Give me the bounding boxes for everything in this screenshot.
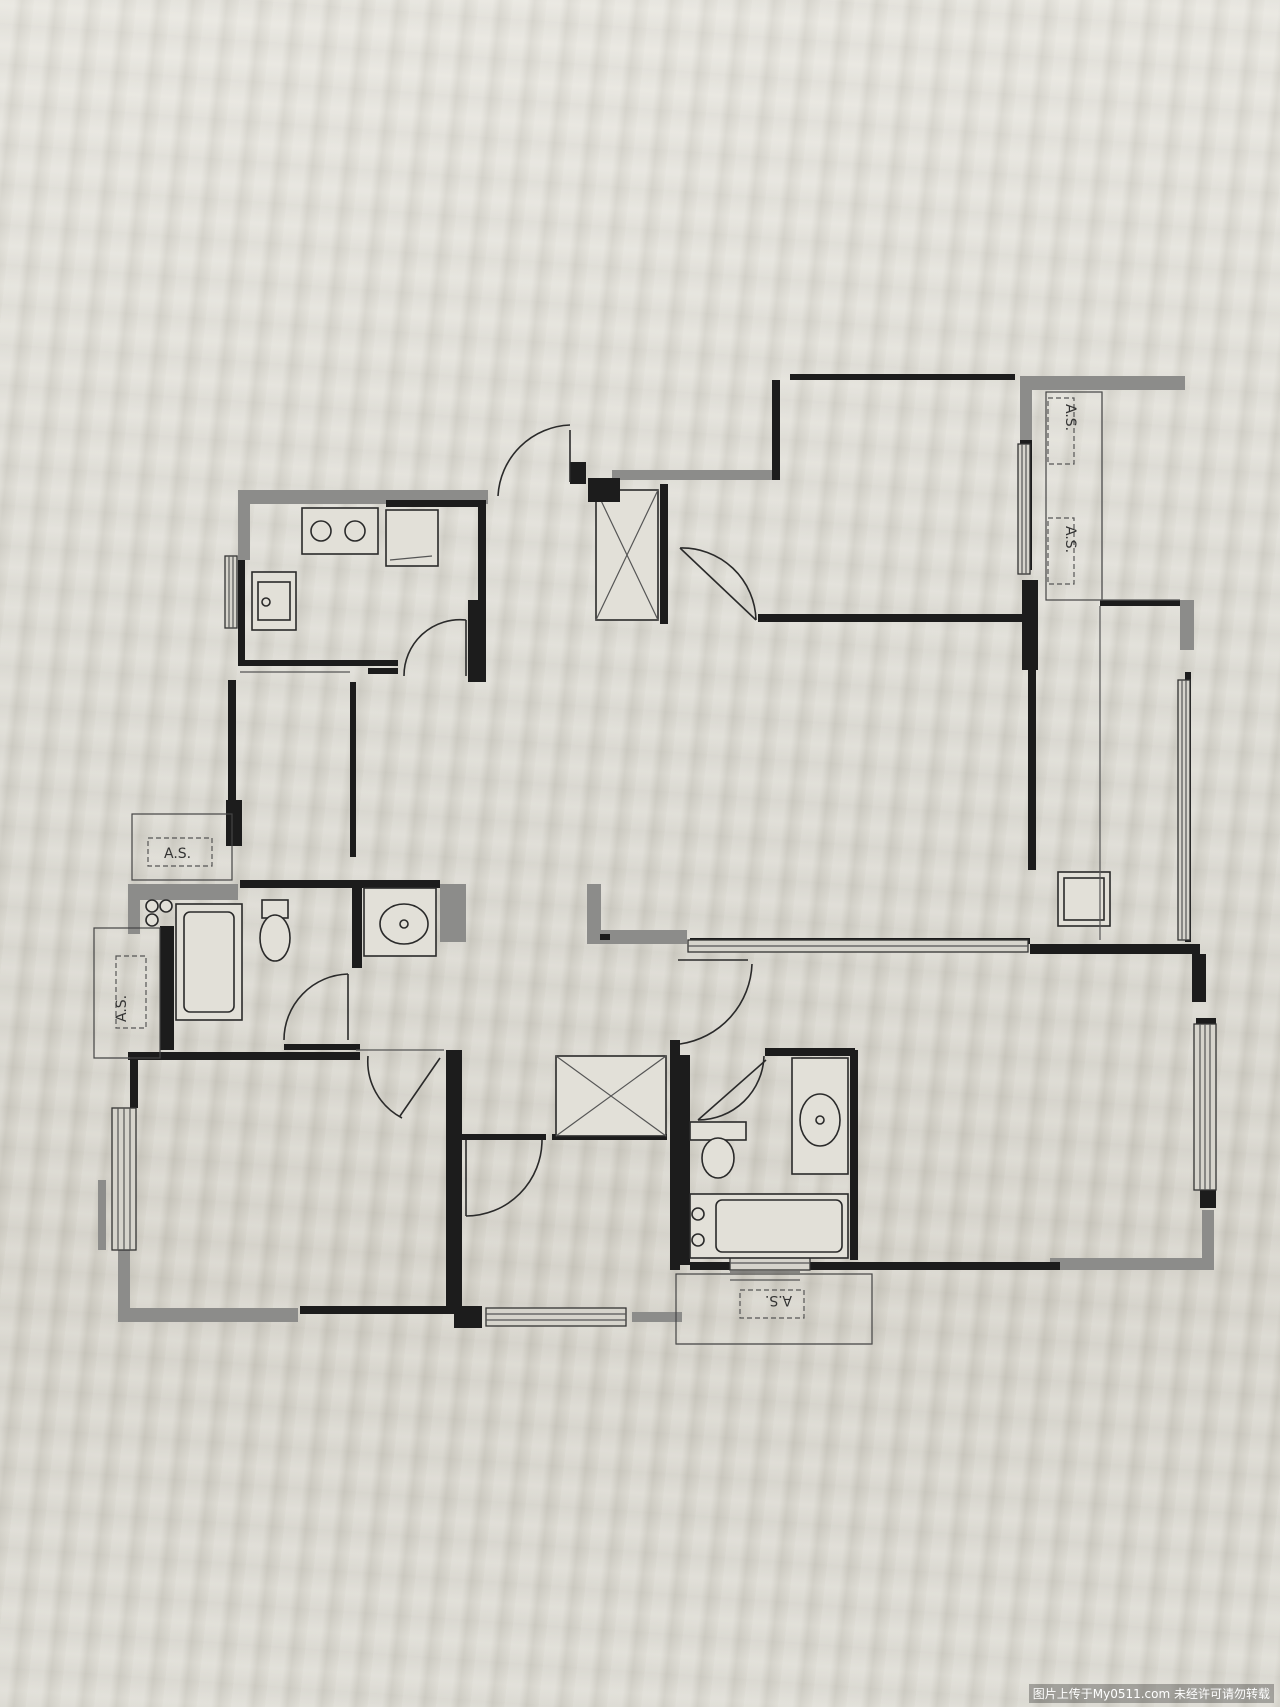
black-walls (128, 374, 1216, 1328)
bathroom-1-fixtures (145, 887, 437, 1021)
balcony-fixtures (1057, 606, 1111, 940)
ac-label-3: A.S. (164, 846, 191, 862)
ac-label-1: A.S. (1062, 404, 1078, 431)
ac-label-4: A.S. (114, 995, 130, 1022)
cabinets (555, 478, 667, 1137)
kitchen-fixtures (251, 507, 439, 631)
ac-label-2: A.S. (1062, 526, 1078, 553)
bathroom-2-fixtures (689, 1057, 849, 1281)
ac-label-5: A.S. (765, 1292, 792, 1308)
watermark: 图片上传于My0511.com 未经许可请勿转载 (1028, 1684, 1274, 1703)
doors (283, 424, 767, 1217)
outline-lines (100, 392, 1180, 1345)
